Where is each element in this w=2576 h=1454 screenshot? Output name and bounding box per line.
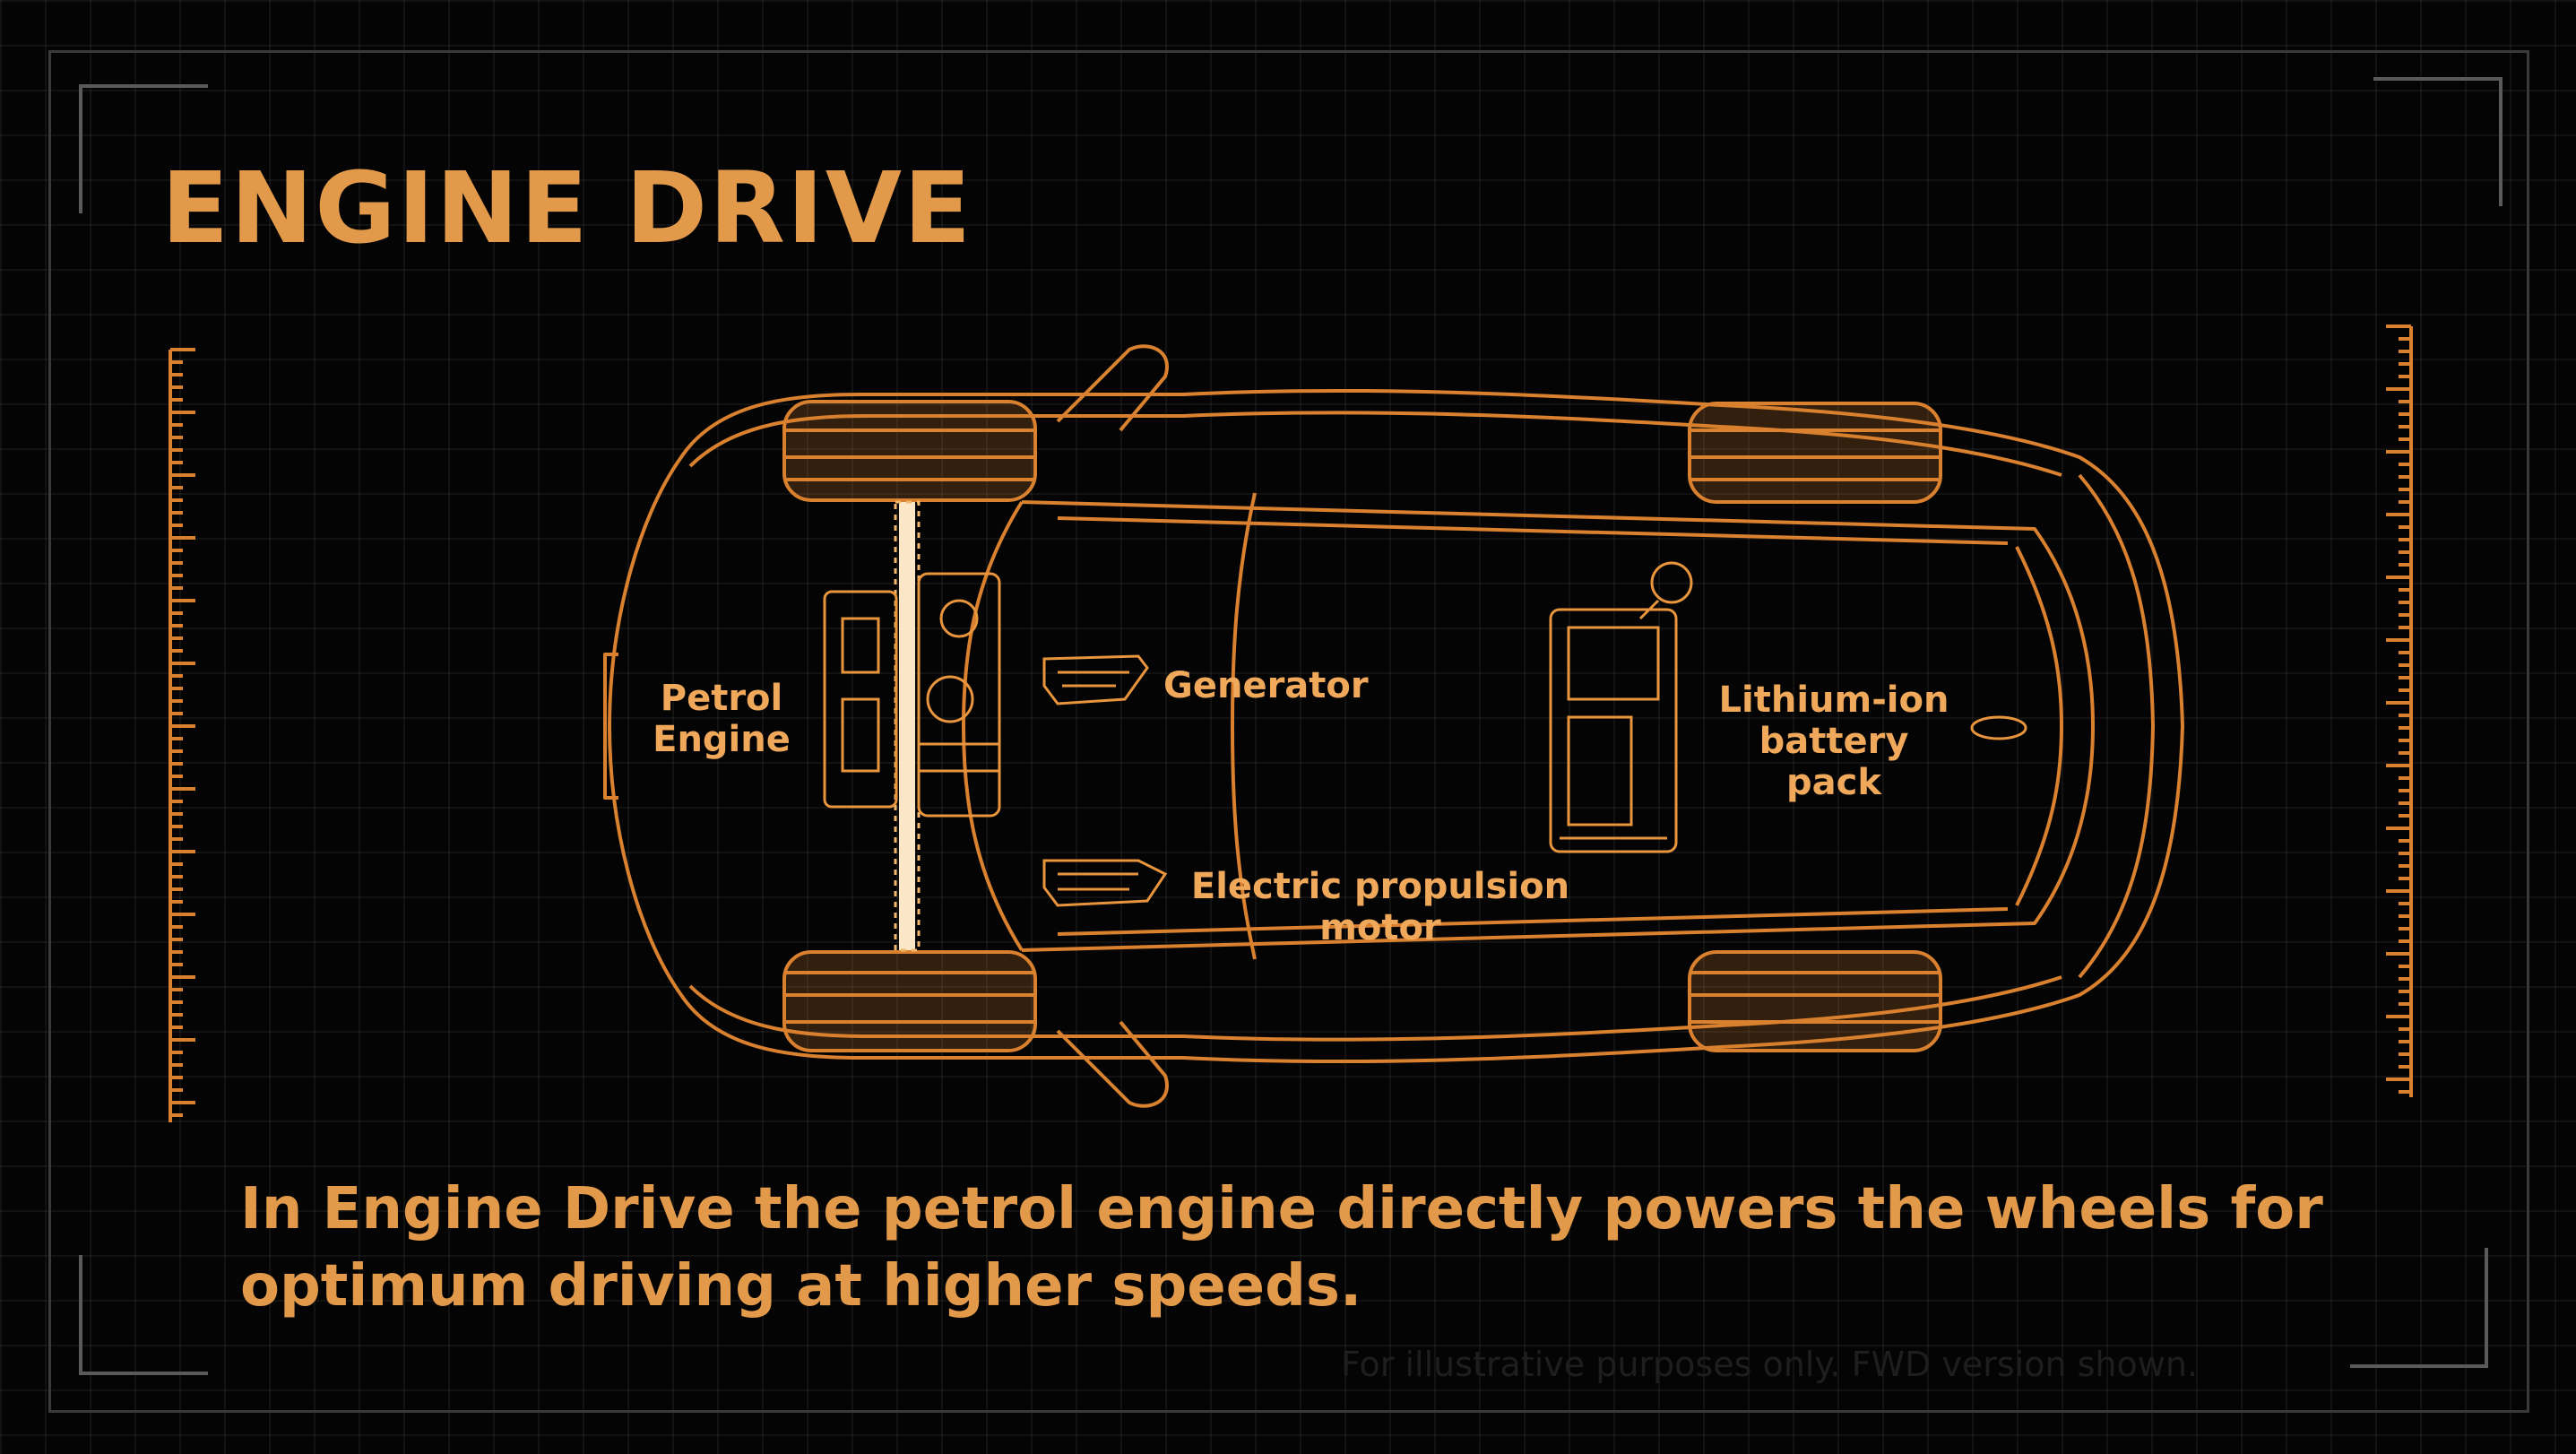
disclaimer-text: For illustrative purposes only. FWD vers… — [1341, 1345, 2198, 1384]
corner-bracket-bottom-right — [2350, 1248, 2488, 1368]
drive-axle — [899, 502, 915, 950]
corner-bracket-top-right — [2373, 77, 2503, 206]
mirror-left — [1056, 344, 1169, 432]
petrol-engine-component — [823, 572, 1001, 818]
motor-component — [1042, 859, 1168, 907]
corner-bracket-top-left — [79, 84, 208, 213]
wheel-front-left — [782, 400, 1037, 502]
wheel-front-right — [782, 950, 1037, 1052]
description-text: In Engine Drive the petrol engine direct… — [240, 1176, 2323, 1320]
label-electric-propulsion-motor: Electric propulsion motor — [1190, 866, 1570, 948]
generator-component — [1042, 654, 1149, 705]
rear-fixture — [1970, 715, 2027, 740]
corner-bracket-bottom-left — [79, 1255, 208, 1375]
car-blueprint — [603, 344, 2184, 1108]
car-body-outline — [608, 388, 2184, 1064]
label-petrol-engine: Petrol Engine — [653, 678, 791, 760]
right-ruler — [2386, 325, 2413, 1097]
battery-component — [1549, 561, 1693, 853]
left-ruler — [169, 348, 195, 1122]
wheel-rear-left — [1688, 402, 1942, 504]
cabin-outline — [962, 500, 1024, 952]
outer-frame — [48, 50, 2529, 1413]
label-lithium-ion-battery: Lithium-ion battery pack — [1718, 679, 1949, 803]
mirror-right — [1056, 1020, 1169, 1108]
label-generator: Generator — [1163, 665, 1369, 706]
wheel-rear-right — [1688, 950, 1942, 1052]
page-title: ENGINE DRIVE — [161, 151, 973, 265]
